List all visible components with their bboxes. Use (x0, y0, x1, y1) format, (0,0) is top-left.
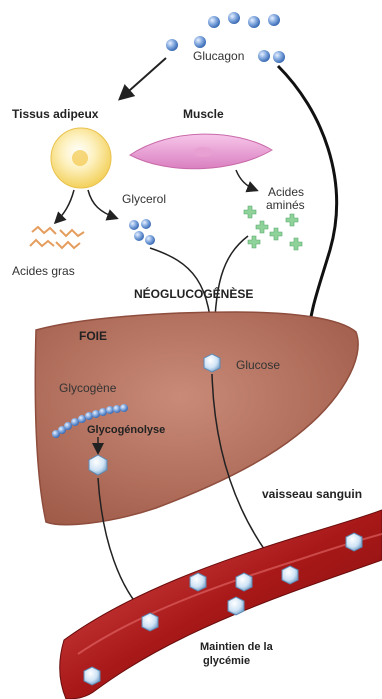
glucose-molecule-icon (204, 354, 220, 372)
glucose-molecule-icon (282, 566, 298, 584)
glucose-molecule-icon (190, 573, 206, 591)
glucagon-molecule-icon (166, 39, 178, 51)
glucose-molecule-icon (89, 455, 107, 475)
vaisseau-sanguin-label: vaisseau sanguin (262, 487, 362, 501)
glucagon-molecule-icon (268, 14, 280, 26)
acides-amines-label-line1: Acides (268, 185, 304, 199)
glycogen-unit-icon (71, 418, 79, 426)
muscle-label: Muscle (183, 107, 224, 121)
amino-acid-icon (256, 221, 268, 233)
glycerol-molecule-icon (129, 220, 139, 230)
glucose-molecule-icon (236, 573, 252, 591)
glucagon-molecule-icon (208, 16, 220, 28)
glycerol-molecule-icon (145, 235, 155, 245)
glycerol-label: Glycerol (122, 192, 166, 206)
maintien-label-line2: glycémie (203, 655, 250, 667)
glucose-molecule-icon (346, 533, 362, 551)
amino-acid-icon (270, 228, 282, 240)
arrow-adipose-to-glycerol (88, 190, 116, 218)
glycerol-molecule-icon (134, 231, 144, 241)
muscle-nucleus-icon (193, 147, 213, 157)
glycogene-label: Glycogène (59, 381, 117, 395)
amino-acid-molecules (244, 206, 302, 250)
glucagon-molecule-icon (248, 16, 260, 28)
acides-amines-label-line2: aminés (266, 198, 305, 212)
arrow-muscle-to-amino-acids (236, 170, 256, 190)
glucagon-molecule-icon (258, 50, 270, 62)
glycogen-unit-icon (99, 408, 107, 416)
glucagon-molecule-icon (194, 36, 206, 48)
glucose-molecule-icon (84, 667, 100, 685)
amino-acid-icon (244, 206, 256, 218)
glycogen-unit-icon (120, 404, 128, 412)
glucose-label: Glucose (236, 358, 280, 372)
fatty-acid-icon (60, 230, 84, 236)
tissus-adipeux-label: Tissus adipeux (12, 107, 99, 121)
glycogen-unit-icon (113, 405, 121, 413)
glycogen-unit-icon (92, 410, 100, 418)
glycerol-molecule-icon (141, 219, 151, 229)
glucose-molecule-icon (142, 613, 158, 631)
glucagon-molecule-icon (273, 51, 285, 63)
fatty-acid-icon (32, 227, 56, 234)
fatty-acid-icon (56, 242, 80, 248)
amino-acid-icon (290, 238, 302, 250)
amino-acid-icon (248, 236, 260, 248)
glucagon-label: Glucagon (193, 49, 244, 63)
acides-gras-label: Acides gras (12, 264, 75, 278)
glycogenolyse-label: Glycogénolyse (87, 424, 165, 436)
glucose-molecule-icon (228, 597, 244, 615)
glycerol-molecules (129, 219, 155, 245)
arrow-adipose-to-fatty-acids (56, 190, 74, 222)
amino-acid-icon (286, 214, 298, 226)
neoglucogenese-label: NÉOGLUCOGÊNÈSE (134, 286, 253, 301)
glycogen-unit-icon (64, 422, 72, 430)
glycogen-unit-icon (78, 415, 86, 423)
glycogen-unit-icon (85, 412, 93, 420)
maintien-label-line1: Maintien de la (200, 641, 274, 653)
fat-cell-nucleus-icon (72, 150, 88, 166)
blood-vessel-icon (60, 510, 382, 699)
foie-label: FOIE (79, 329, 107, 343)
glycogen-unit-icon (106, 406, 114, 414)
fatty-acid-chains (30, 227, 84, 248)
fatty-acid-icon (30, 240, 54, 246)
glucagon-molecule-icon (228, 12, 240, 24)
arrow-glucagon-to-adipose (121, 58, 166, 98)
